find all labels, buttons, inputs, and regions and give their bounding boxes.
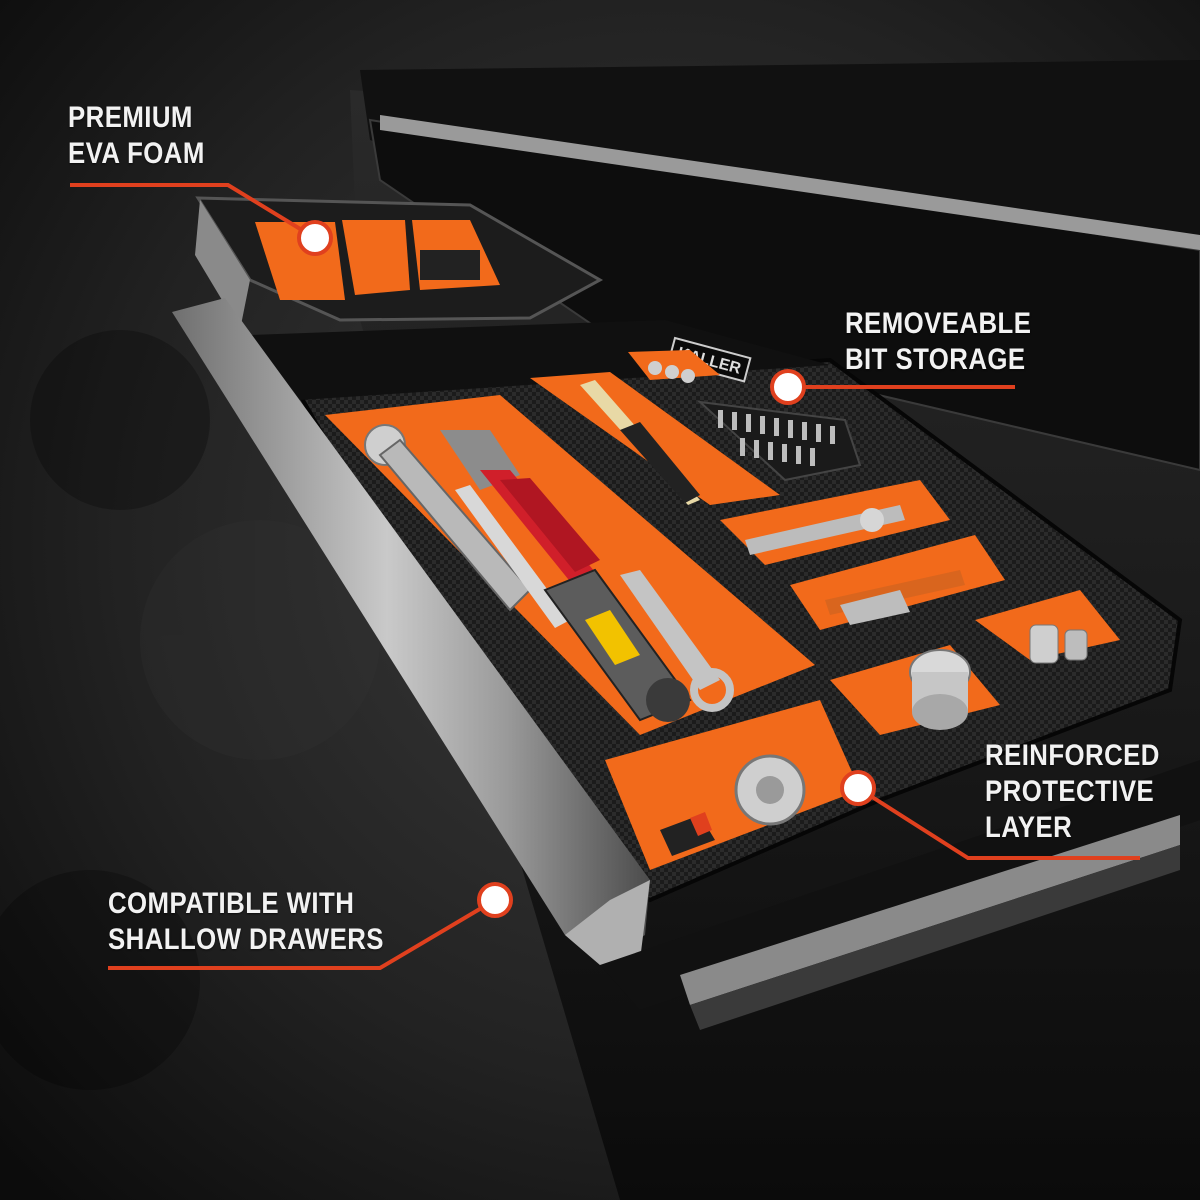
small-sockets [648,361,695,383]
compartment-bit-tray [530,372,780,505]
drawer-side-rail [172,298,650,965]
callout-line-2: PROTECTIVE [985,775,1155,808]
callout-markers [297,220,876,918]
callout-line-2: SHALLOW DRAWERS [108,923,384,956]
drawer-front-base [600,760,1200,1010]
tools [364,361,1088,856]
callout-line-foam [70,183,317,240]
large-socket [909,649,971,730]
upper-drawer-handle [380,115,1200,250]
drawer-slide-dark [690,845,1180,1030]
screwdriver [455,485,692,722]
sockets-right [1029,624,1088,664]
bit-storage [697,400,862,482]
callout-line-1: REMOVEABLE [845,307,1032,340]
marker-pen [580,380,700,505]
callout-line-2: BIT STORAGE [845,343,1026,376]
callout-removeable-bit-storage: REMOVEABLE BIT STORAGE [845,306,1031,378]
callout-premium-eva-foam: PREMIUM EVA FOAM [68,100,205,172]
callout-lines [70,183,1140,970]
wrench [620,570,734,712]
pliers [440,430,610,600]
callout-reinforced-protective-layer: REINFORCED PROTECTIVE LAYER [985,738,1160,846]
callout-line-1: REINFORCED [985,739,1160,772]
callout-line-1: COMPATIBLE WITH [108,887,355,920]
callout-line-drawers [108,898,497,970]
marker-drawers [477,882,513,918]
front-tools [660,754,806,856]
ratchet-wrench [364,424,532,612]
callout-line-layer [856,786,1140,860]
callout-line-2: EVA FOAM [68,137,205,170]
marker-foam [297,220,333,256]
marker-layer [840,770,876,806]
callout-line-3: LAYER [985,811,1073,844]
callout-compatible-shallow-drawers: COMPATIBLE WITH SHALLOW DRAWERS [108,886,384,958]
marker-bits [770,369,806,405]
drawer-slide [680,815,1180,1005]
drawer-front-lip [565,880,650,965]
callout-line-1: PREMIUM [68,101,193,134]
